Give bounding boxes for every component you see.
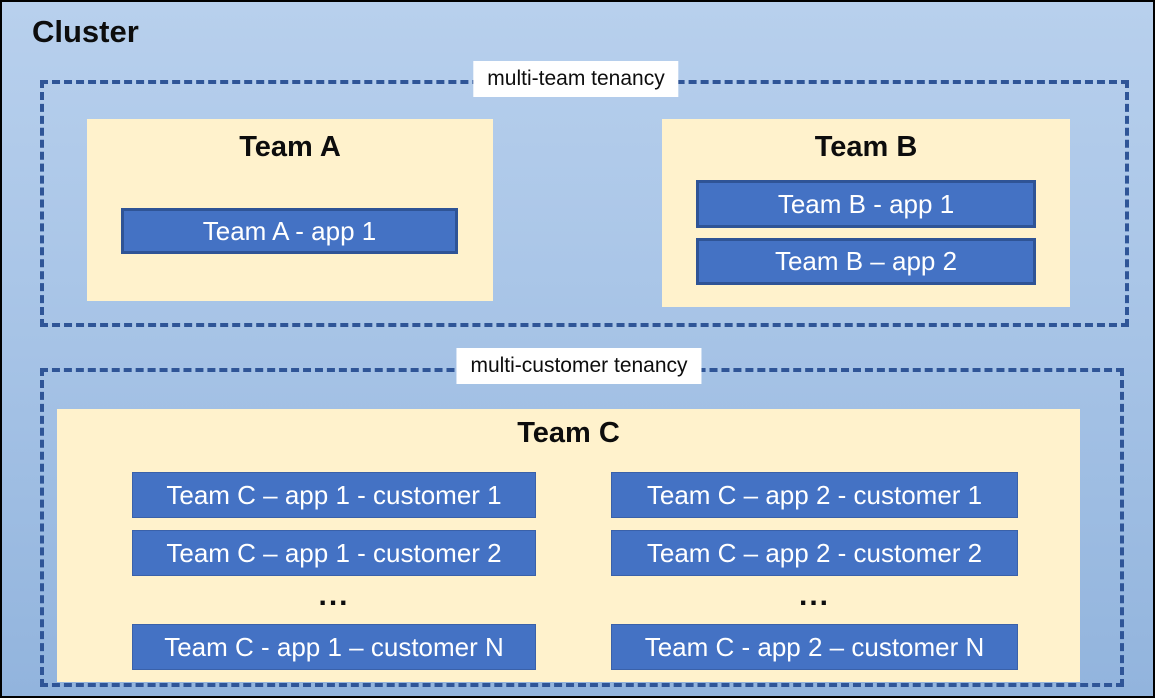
team-b-app-1-box: Team B - app 1 [696, 180, 1036, 228]
cluster-title: Cluster [32, 14, 139, 49]
team-b-box: Team B Team B - app 1 Team B – app 2 [662, 119, 1070, 307]
team-c-app2-customerN-box: Team C - app 2 – customer N [611, 624, 1018, 670]
team-b-app-2-box: Team B – app 2 [696, 238, 1036, 285]
team-c-app-2-column: Team C – app 2 - customer 1 Team C – app… [611, 472, 1018, 682]
team-c-app1-ellipsis: ... [318, 579, 350, 612]
team-c-app1-customerN-box: Team C - app 1 – customer N [132, 624, 536, 670]
multi-customer-tenancy-label: multi-customer tenancy [456, 348, 702, 384]
multi-team-tenancy-label: multi-team tenancy [473, 61, 679, 97]
team-a-title: Team A [239, 131, 341, 163]
team-c-box: Team C Team C – app 1 - customer 1 Team … [57, 409, 1080, 682]
team-c-title: Team C [517, 417, 620, 449]
team-c-app-1-column: Team C – app 1 - customer 1 Team C – app… [132, 472, 536, 682]
team-c-app2-customer2-box: Team C – app 2 - customer 2 [611, 530, 1018, 576]
team-c-app1-customer2-box: Team C – app 1 - customer 2 [132, 530, 536, 576]
team-a-box: Team A Team A - app 1 [87, 119, 493, 301]
team-c-app1-customer1-box: Team C – app 1 - customer 1 [132, 472, 536, 518]
team-c-app2-customer1-box: Team C – app 2 - customer 1 [611, 472, 1018, 518]
team-c-app2-ellipsis: ... [798, 579, 830, 612]
team-b-title: Team B [814, 131, 918, 163]
team-a-app-1-box: Team A - app 1 [121, 208, 458, 254]
